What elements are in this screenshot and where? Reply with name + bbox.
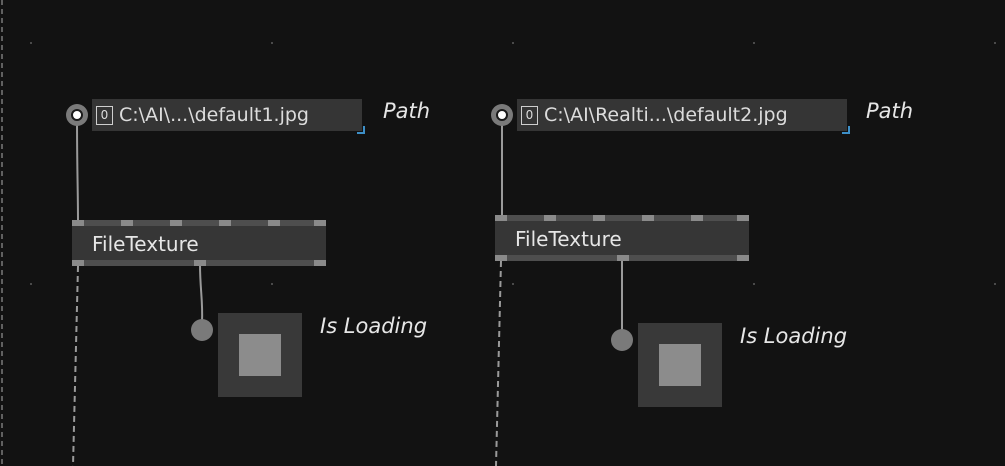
input-pin[interactable] (544, 215, 556, 221)
input-pin[interactable] (219, 220, 231, 226)
grid-dot (271, 42, 273, 44)
wire-texture-out-2 (495, 260, 502, 466)
pin-output-icon[interactable] (66, 104, 88, 126)
input-pin[interactable] (314, 220, 326, 226)
filetexture-node[interactable]: FileTexture (72, 220, 326, 266)
toggle-indicator (239, 334, 281, 376)
grid-dot (271, 283, 273, 285)
wire-texture-out-1 (72, 265, 79, 466)
input-pin[interactable] (170, 220, 182, 226)
input-pin[interactable] (691, 215, 703, 221)
is-loading-toggle[interactable] (218, 313, 302, 397)
resize-corner-icon[interactable] (357, 126, 365, 134)
wire-path-to-filetexture-1 (76, 116, 79, 223)
input-pin[interactable] (593, 215, 605, 221)
output-pin[interactable] (617, 255, 629, 261)
grid-dot (512, 283, 514, 285)
input-pin[interactable] (495, 215, 507, 221)
is-loading-label: Is Loading (320, 314, 428, 338)
input-pin[interactable] (121, 220, 133, 226)
path-iobox[interactable]: 0 C:\AI\Realti...\default2.jpg (517, 99, 850, 134)
pin-input-icon[interactable] (611, 329, 633, 351)
input-pin[interactable] (72, 220, 84, 226)
input-pin[interactable] (737, 215, 749, 221)
node-title: FileTexture (515, 227, 622, 251)
output-pin[interactable] (72, 260, 84, 266)
output-pin[interactable] (495, 255, 507, 261)
grid-dot (30, 283, 32, 285)
grid-dot (753, 42, 755, 44)
grid-dot (512, 42, 514, 44)
resize-corner-icon[interactable] (842, 126, 850, 134)
toggle-indicator (659, 344, 701, 386)
output-pin[interactable] (194, 260, 206, 266)
pin-output-icon[interactable] (491, 104, 513, 126)
index-badge: 0 (521, 105, 538, 125)
input-pin[interactable] (642, 215, 654, 221)
path-iobox[interactable]: 0 C:\AI\...\default1.jpg (92, 99, 365, 134)
grid-dot (994, 42, 996, 44)
filetexture-node[interactable]: FileTexture (495, 215, 749, 261)
path-value: C:\AI\Realti...\default2.jpg (544, 104, 788, 126)
input-pin[interactable] (268, 220, 280, 226)
output-pin[interactable] (737, 255, 749, 261)
grid-dot (753, 283, 755, 285)
pin-input-icon[interactable] (191, 319, 213, 341)
node-title: FileTexture (92, 232, 199, 256)
wire-isloading-1 (199, 263, 204, 323)
index-badge: 0 (96, 105, 113, 125)
output-pin[interactable] (314, 260, 326, 266)
pin-output-icon-center (496, 109, 508, 121)
path-pin-label: Path (866, 99, 914, 123)
path-pin-label: Path (383, 99, 431, 123)
is-loading-label: Is Loading (740, 324, 848, 348)
grid-dot (994, 283, 996, 285)
is-loading-toggle[interactable] (638, 323, 722, 407)
pin-output-icon-center (71, 109, 83, 121)
grid-dot (30, 42, 32, 44)
path-value: C:\AI\...\default1.jpg (119, 104, 309, 126)
